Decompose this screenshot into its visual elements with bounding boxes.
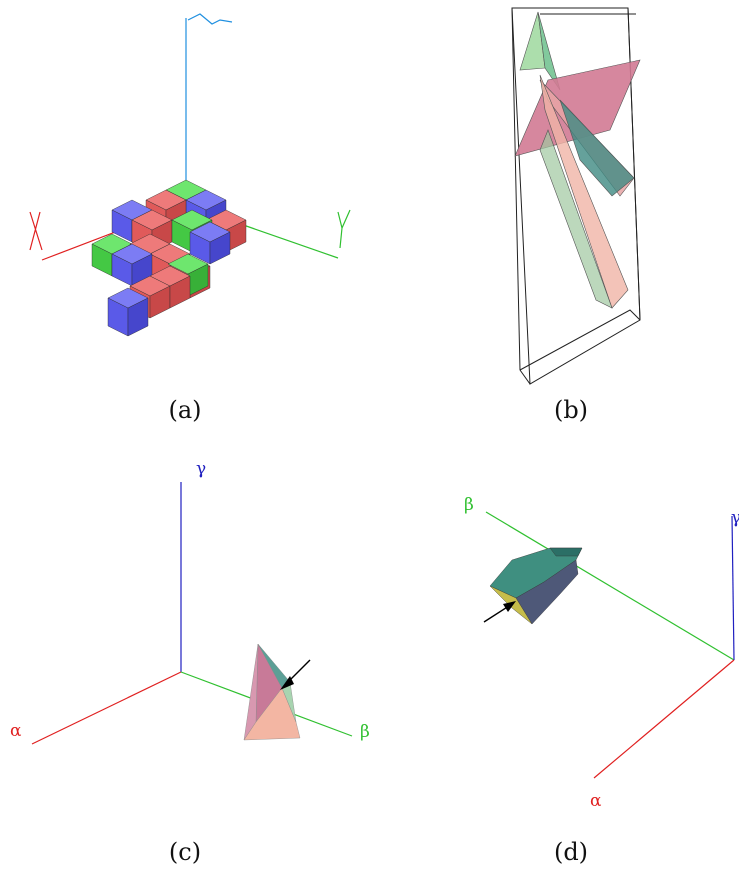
cube-red	[149, 265, 191, 309]
beta-label: β	[360, 722, 370, 742]
gamma-axis-line	[731, 515, 735, 661]
cube-green	[167, 253, 209, 297]
cube-blue	[107, 287, 149, 337]
alpha-axis-line	[31, 671, 182, 745]
z-axis-label-glyph	[187, 13, 233, 25]
caption-c: (c)	[168, 838, 202, 866]
arrow-icon	[483, 601, 516, 623]
alpha-label: α	[10, 721, 22, 741]
gamma-label: γ	[196, 459, 206, 479]
cube-blue	[189, 221, 231, 265]
alpha-label: α	[590, 791, 602, 811]
caption-d: (d)	[553, 838, 589, 866]
panel-b	[511, 7, 641, 385]
gamma-label: γ	[731, 508, 739, 528]
panel-c: γ α β	[10, 459, 370, 745]
prism-shapes	[514, 11, 641, 309]
caption-b: (b)	[553, 396, 589, 424]
alpha-axis-line	[593, 659, 735, 779]
panel-d: β γ α	[464, 495, 739, 811]
beta-axis-line	[485, 511, 735, 661]
x-axis-label-glyph	[29, 211, 43, 251]
y-axis-label-glyph	[337, 209, 351, 249]
caption-a: (a)	[168, 396, 202, 424]
beta-label: β	[464, 495, 474, 515]
pyramid-shape	[243, 643, 301, 741]
arrow-icon	[280, 659, 311, 690]
bounding-box	[511, 7, 641, 385]
panel-a	[29, 13, 351, 337]
prism-shape	[489, 547, 583, 625]
voxel-assembly	[91, 179, 247, 337]
